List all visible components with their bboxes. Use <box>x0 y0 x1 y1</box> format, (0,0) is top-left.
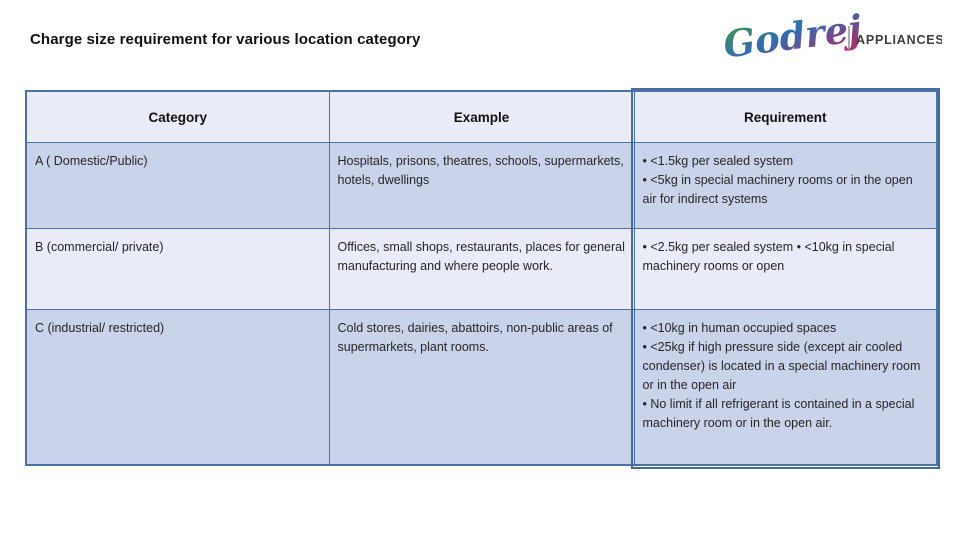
category-cell: A ( Domestic/Public) <box>25 142 330 229</box>
appliances-label: APPLIANCES <box>856 33 942 47</box>
category-cell: C (industrial/ restricted) <box>25 309 330 465</box>
godrej-logo-graphic: Godrej APPLIANCES <box>721 6 944 67</box>
requirement-cell: • <10kg in human occupied spaces • <25kg… <box>633 309 938 465</box>
category-cell: B (commercial/ private) <box>25 228 330 310</box>
header-row: Category Example Requirement <box>25 90 938 143</box>
example-cell: Hospitals, prisons, theatres, schools, s… <box>328 142 635 229</box>
godrej-wordmark: Godrej <box>721 6 865 67</box>
header-requirement: Requirement <box>633 90 938 143</box>
charge-size-table: Category Example Requirement A ( Domesti… <box>25 90 938 466</box>
requirement-cell: • <2.5kg per sealed system • <10kg in sp… <box>633 228 938 310</box>
example-cell: Cold stores, dairies, abattoirs, non-pub… <box>328 309 635 465</box>
godrej-appliances-logo: Godrej APPLIANCES <box>716 4 944 72</box>
header-category: Category <box>25 90 330 143</box>
page-title: Charge size requirement for various loca… <box>30 31 421 48</box>
table-row-b: B (commercial/ private) Offices, small s… <box>25 228 938 310</box>
table-row-a: A ( Domestic/Public) Hospitals, prisons,… <box>25 142 938 229</box>
table-row-c: C (industrial/ restricted) Cold stores, … <box>25 309 938 465</box>
header-example: Example <box>328 90 635 143</box>
example-cell: Offices, small shops, restaurants, place… <box>328 228 635 310</box>
requirement-cell: • <1.5kg per sealed system • <5kg in spe… <box>633 142 938 229</box>
charge-size-table-container: Category Example Requirement A ( Domesti… <box>25 88 940 469</box>
